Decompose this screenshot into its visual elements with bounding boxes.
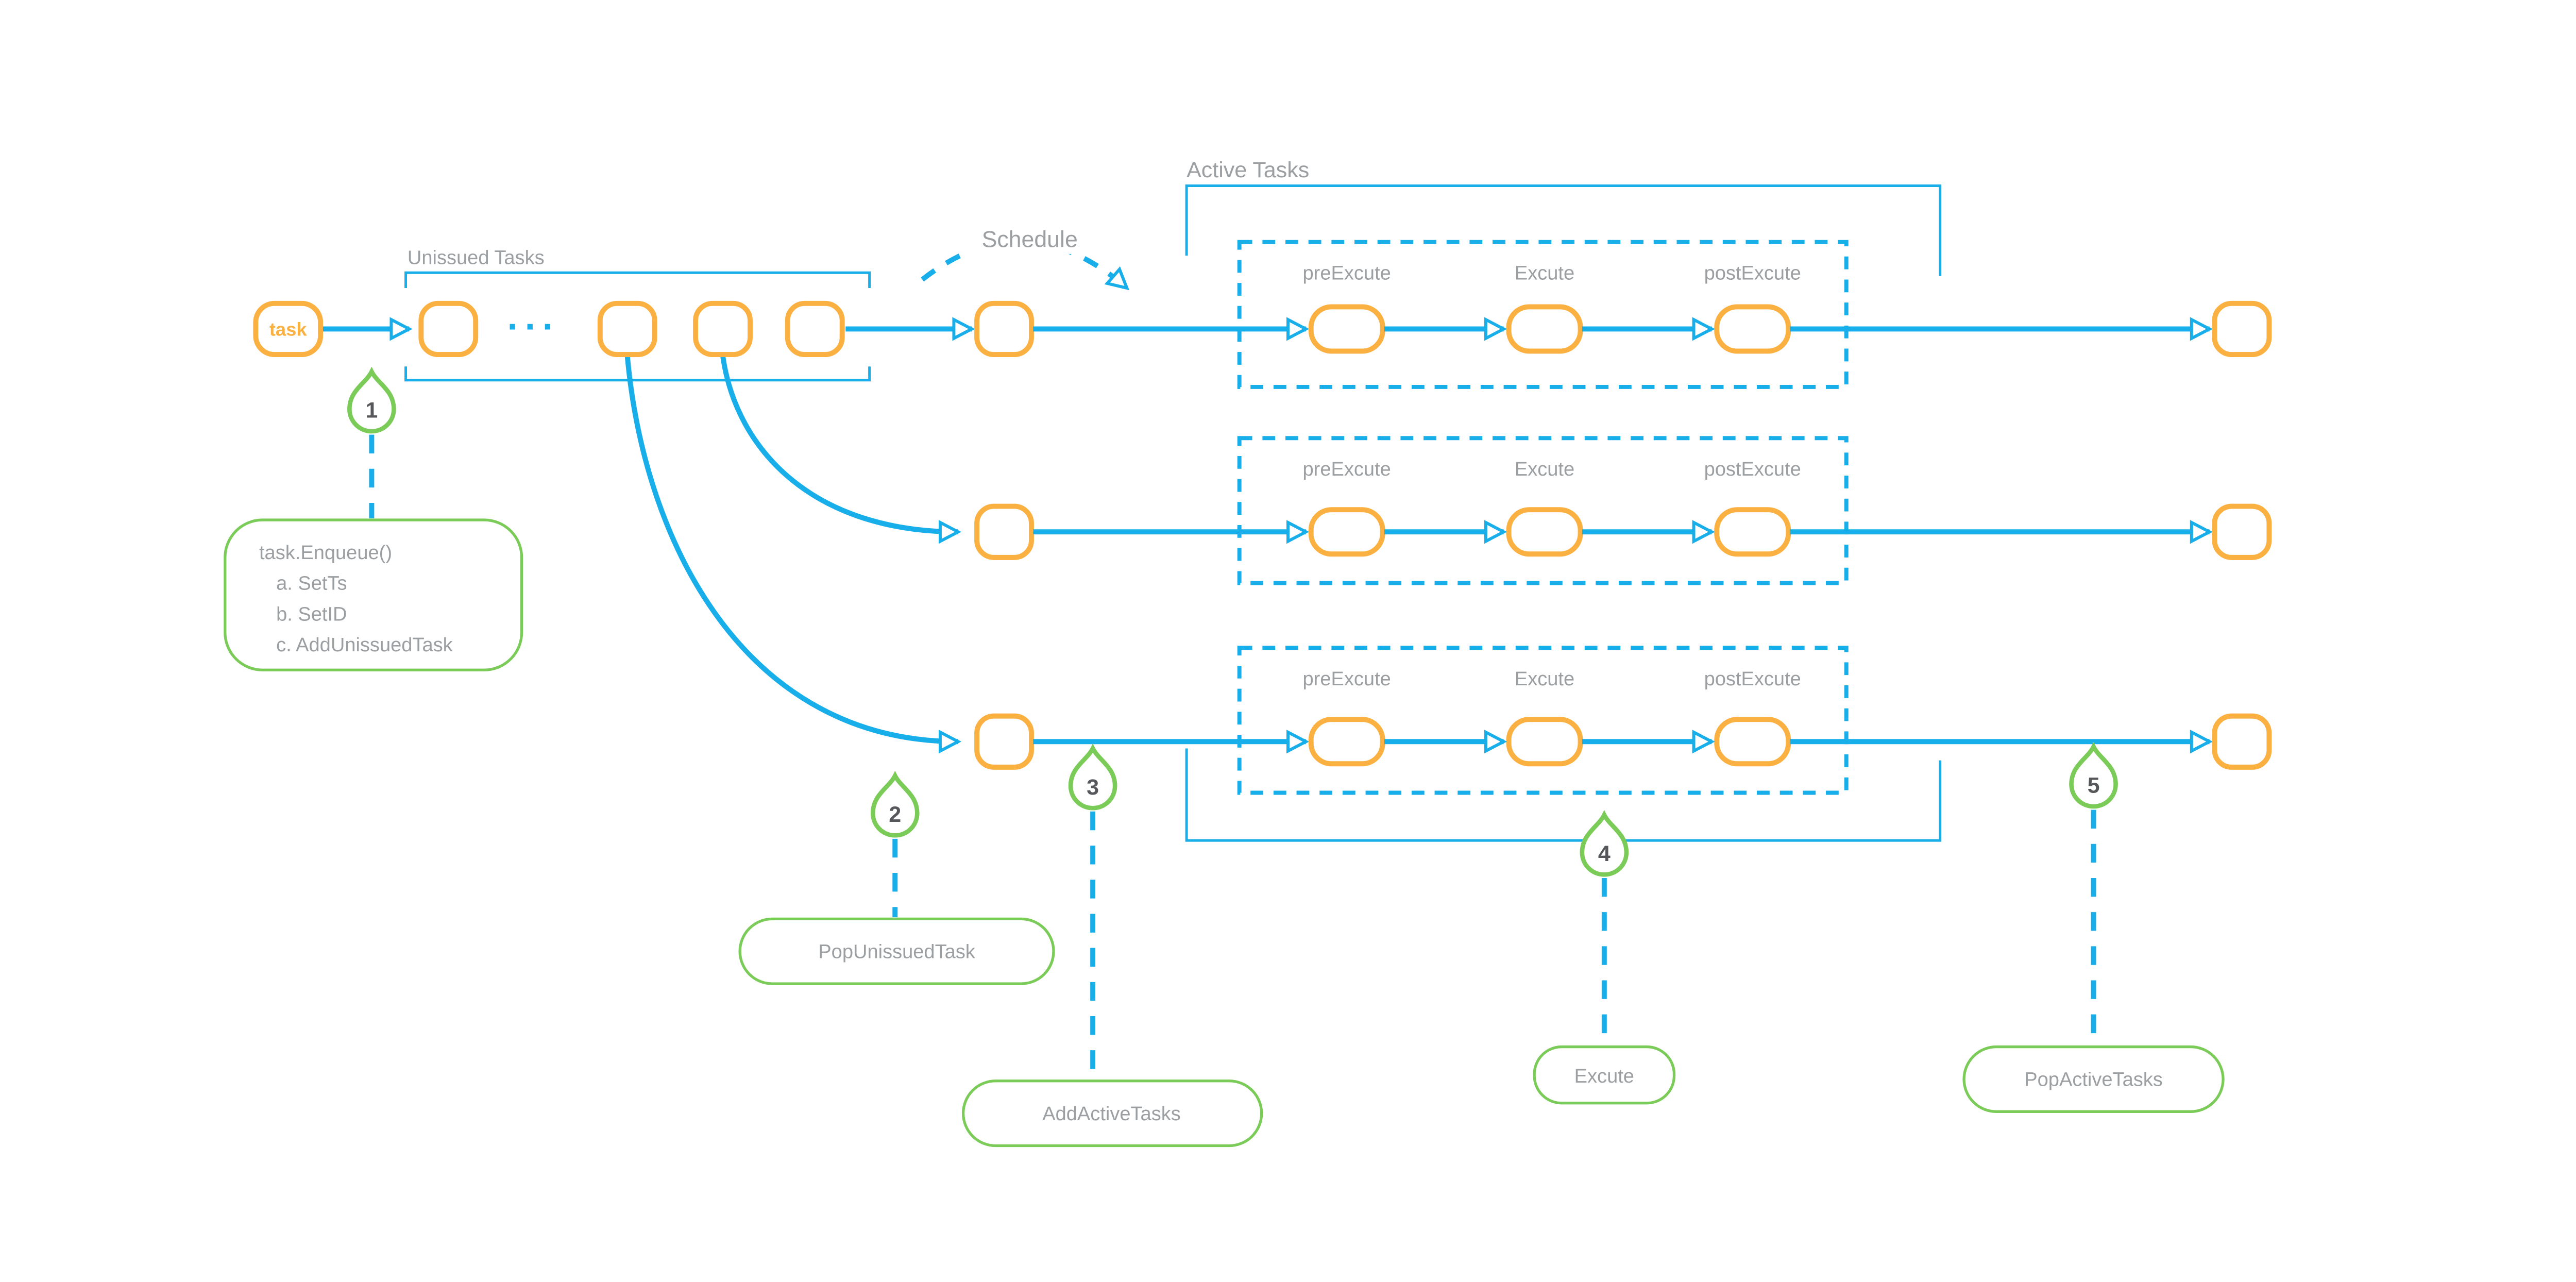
- unissued-tasks-label: Unissued Tasks: [408, 247, 545, 269]
- schedule-label-backdrop: [964, 216, 1095, 254]
- active-tasks-label: Active Tasks: [1187, 158, 1309, 182]
- step-1-line-0: task.Enqueue(): [259, 542, 392, 564]
- stage-label-preexcute: preExcute: [1303, 459, 1391, 480]
- schedule-node: [974, 300, 1034, 358]
- unissued-tasks-section: Unissued Tasks: [404, 247, 871, 382]
- schedule-label: Schedule: [982, 227, 1078, 252]
- stage-box: [1237, 436, 1849, 585]
- step-2-annotation: 2 PopUnissuedTask: [738, 775, 1055, 985]
- stage-box: [1237, 240, 1849, 389]
- step-1-number: 1: [365, 398, 378, 423]
- step-1-line-1: a. SetTs: [276, 573, 347, 595]
- task-node: [253, 300, 324, 358]
- stage-node-postexcute: [1714, 304, 1791, 354]
- active-bracket-top: [1185, 184, 1942, 276]
- dispatch-curve-row3: [624, 356, 962, 754]
- row-entry-node: [974, 503, 1034, 560]
- stage-label-postexcute: postExcute: [1704, 262, 1801, 284]
- worker-row-1: ··· preExcute Excute postExcute: [322, 240, 2272, 389]
- queue-ellipsis: ···: [507, 306, 560, 347]
- stage-node-postexcute: [1714, 507, 1791, 557]
- stage-node-postexcute: [1714, 717, 1791, 767]
- step-2-label: PopUnissuedTask: [818, 941, 976, 963]
- step-3-label: AddActiveTasks: [1042, 1103, 1181, 1125]
- queue-node: [418, 300, 479, 358]
- stage-node-preexcute: [1308, 717, 1385, 767]
- step-3-callout: [961, 1079, 1263, 1148]
- queue-node: [597, 300, 657, 358]
- step-4-number: 4: [1598, 841, 1611, 866]
- step-5-label: PopActiveTasks: [2024, 1069, 2163, 1091]
- step-5-number: 5: [2088, 773, 2100, 798]
- unissued-bracket-bottom: [404, 366, 871, 382]
- stage-label-excute: Excute: [1515, 668, 1574, 690]
- end-node: [2212, 300, 2272, 358]
- stage-label-postexcute: postExcute: [1704, 459, 1801, 480]
- step-3-annotation: 3 AddActiveTasks: [961, 748, 1263, 1148]
- step-2-callout: [738, 917, 1055, 985]
- step-1-annotation: 1 task.Enqueue() a. SetTs b. SetID c. Ad…: [224, 372, 523, 671]
- step-1-line-2: b. SetID: [276, 603, 347, 625]
- step-4-annotation: 4 Excute: [1533, 815, 1676, 1105]
- stage-node-excute: [1506, 507, 1583, 557]
- stage-node-preexcute: [1308, 507, 1385, 557]
- worker-row-3: preExcute Excute postExcute: [974, 646, 2272, 795]
- queue-node: [693, 300, 753, 358]
- step-2-number: 2: [889, 802, 901, 827]
- queue-node: [785, 300, 845, 358]
- stage-label-postexcute: postExcute: [1704, 668, 1801, 690]
- active-bracket-bottom: [1185, 748, 1942, 842]
- dispatch-curve-row2: [720, 356, 962, 544]
- stage-label-excute: Excute: [1515, 459, 1574, 480]
- task-node-label: task: [269, 319, 308, 340]
- step-1-callout: [224, 518, 523, 671]
- step-1-line-3: c. AddUnissuedTask: [276, 634, 453, 656]
- stage-box: [1237, 646, 1849, 795]
- step-4-label: Excute: [1574, 1066, 1634, 1087]
- step-5-annotation: 5 PopActiveTasks: [1962, 747, 2225, 1113]
- end-node: [2212, 503, 2272, 560]
- stage-node-excute: [1506, 717, 1583, 767]
- stage-label-excute: Excute: [1515, 262, 1574, 284]
- step-4-callout: [1533, 1045, 1676, 1105]
- active-tasks-section: Active Tasks: [1185, 158, 1942, 842]
- stage-node-preexcute: [1308, 304, 1385, 354]
- stage-node-excute: [1506, 304, 1583, 354]
- stage-label-preexcute: preExcute: [1303, 668, 1391, 690]
- row-entry-node: [974, 713, 1034, 770]
- schedule-arc-arrow: [921, 239, 1130, 291]
- unissued-bracket-top: [404, 271, 871, 289]
- step-3-number: 3: [1087, 775, 1099, 800]
- worker-row-2: preExcute Excute postExcute: [974, 436, 2272, 585]
- stage-label-preexcute: preExcute: [1303, 262, 1391, 284]
- end-node: [2212, 713, 2272, 770]
- step-5-callout: [1962, 1045, 2225, 1113]
